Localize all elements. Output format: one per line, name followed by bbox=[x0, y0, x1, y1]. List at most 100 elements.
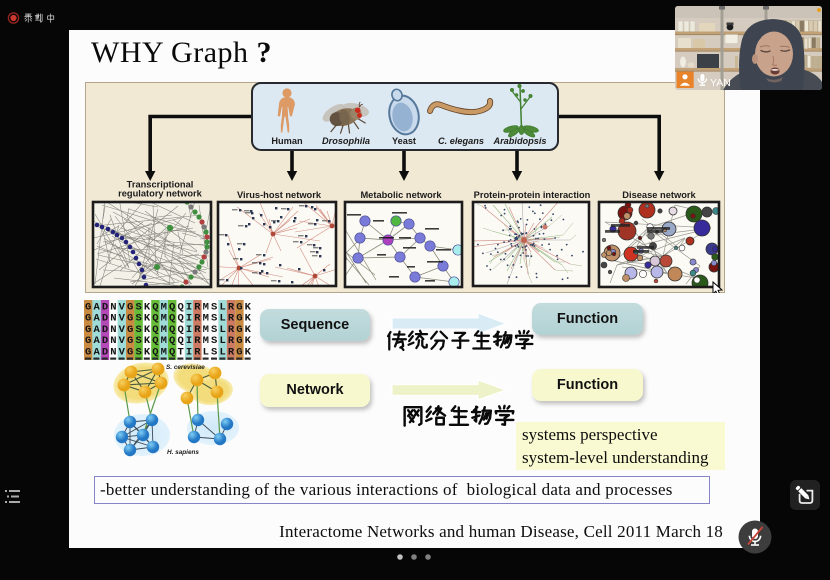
svg-text:S: S bbox=[211, 335, 217, 347]
svg-text:Q: Q bbox=[152, 324, 158, 336]
svg-text:R: R bbox=[194, 301, 201, 313]
svg-text:D: D bbox=[102, 335, 108, 347]
svg-text:T: T bbox=[177, 347, 183, 359]
svg-text:Yeast: Yeast bbox=[392, 136, 416, 146]
svg-text:A: A bbox=[93, 347, 100, 359]
svg-text:C. elegans: C. elegans bbox=[438, 136, 484, 146]
svg-text:K: K bbox=[144, 301, 151, 313]
svg-text:G: G bbox=[127, 324, 133, 336]
svg-text:R: R bbox=[228, 347, 235, 359]
svg-text:Human: Human bbox=[271, 136, 303, 146]
svg-text:A: A bbox=[93, 301, 100, 313]
svg-text:M: M bbox=[161, 324, 167, 336]
svg-text:Q: Q bbox=[152, 313, 158, 325]
svg-text:Q: Q bbox=[177, 335, 183, 347]
svg-text:G: G bbox=[85, 313, 91, 325]
svg-text:I: I bbox=[186, 347, 192, 359]
svg-text:V: V bbox=[119, 324, 126, 336]
svg-text:R: R bbox=[228, 313, 235, 325]
svg-text:Q: Q bbox=[169, 335, 175, 347]
svg-text:G: G bbox=[236, 347, 242, 359]
svg-text:K: K bbox=[245, 335, 252, 347]
svg-text:I: I bbox=[186, 335, 192, 347]
svg-text:V: V bbox=[119, 313, 126, 325]
svg-text:Q: Q bbox=[152, 347, 158, 359]
svg-text:L: L bbox=[219, 301, 225, 313]
svg-text:G: G bbox=[127, 313, 133, 325]
svg-text:Q: Q bbox=[152, 335, 158, 347]
svg-text:Virus-host network: Virus-host network bbox=[237, 190, 322, 200]
svg-text:N: N bbox=[110, 301, 116, 313]
svg-text:S: S bbox=[211, 301, 217, 313]
svg-text:Q: Q bbox=[152, 301, 158, 313]
svg-text:R: R bbox=[194, 335, 201, 347]
svg-text:S: S bbox=[135, 335, 141, 347]
svg-text:N: N bbox=[110, 313, 116, 325]
svg-text:L: L bbox=[219, 335, 225, 347]
svg-text:G: G bbox=[236, 301, 242, 313]
svg-text:A: A bbox=[93, 324, 100, 336]
svg-text:Q: Q bbox=[169, 347, 175, 359]
svg-text:D: D bbox=[102, 324, 108, 336]
svg-text:R: R bbox=[194, 324, 201, 336]
svg-text:D: D bbox=[102, 301, 108, 313]
svg-text:S: S bbox=[135, 324, 141, 336]
svg-text:K: K bbox=[144, 313, 151, 325]
svg-text:Arabidopsis: Arabidopsis bbox=[492, 136, 546, 146]
svg-text:R: R bbox=[228, 335, 235, 347]
svg-text:K: K bbox=[245, 324, 252, 336]
svg-text:M: M bbox=[203, 324, 209, 336]
svg-text:M: M bbox=[203, 301, 209, 313]
svg-text:L: L bbox=[219, 324, 225, 336]
svg-text:regulatory network: regulatory network bbox=[118, 189, 203, 199]
svg-text:Protein-protein interaction: Protein-protein interaction bbox=[474, 190, 591, 200]
svg-text:N: N bbox=[110, 347, 116, 359]
svg-text:D: D bbox=[102, 313, 108, 325]
svg-text:Q: Q bbox=[169, 313, 175, 325]
svg-text:N: N bbox=[110, 335, 116, 347]
svg-text:S: S bbox=[135, 301, 141, 313]
svg-text:Disease network: Disease network bbox=[622, 190, 696, 200]
svg-text:Transcriptional: Transcriptional bbox=[127, 180, 194, 190]
svg-text:G: G bbox=[236, 313, 242, 325]
svg-text:I: I bbox=[186, 301, 192, 313]
svg-text:K: K bbox=[245, 347, 252, 359]
svg-text:S: S bbox=[135, 347, 141, 359]
svg-text:M: M bbox=[161, 313, 167, 325]
svg-text:M: M bbox=[203, 313, 209, 325]
svg-text:Q: Q bbox=[169, 301, 175, 313]
svg-text:K: K bbox=[245, 301, 252, 313]
svg-text:M: M bbox=[203, 335, 209, 347]
svg-text:Q: Q bbox=[177, 313, 183, 325]
svg-text:N: N bbox=[110, 324, 116, 336]
svg-text:S: S bbox=[135, 313, 141, 325]
svg-text:G: G bbox=[85, 335, 91, 347]
svg-text:K: K bbox=[245, 313, 252, 325]
svg-text:S: S bbox=[211, 324, 217, 336]
svg-text:G: G bbox=[85, 324, 91, 336]
svg-text:V: V bbox=[119, 347, 126, 359]
svg-text:G: G bbox=[85, 347, 91, 359]
svg-text:G: G bbox=[85, 301, 91, 313]
svg-text:A: A bbox=[93, 313, 100, 325]
svg-text:G: G bbox=[127, 301, 133, 313]
svg-text:V: V bbox=[119, 301, 126, 313]
svg-text:G: G bbox=[127, 347, 133, 359]
svg-text:G: G bbox=[236, 324, 242, 336]
svg-text:R: R bbox=[194, 347, 201, 359]
svg-text:Metabolic network: Metabolic network bbox=[360, 190, 442, 200]
svg-text:R: R bbox=[194, 313, 201, 325]
svg-text:M: M bbox=[161, 301, 167, 313]
svg-text:K: K bbox=[144, 347, 151, 359]
svg-text:D: D bbox=[102, 347, 108, 359]
svg-text:R: R bbox=[228, 301, 235, 313]
svg-text:S: S bbox=[211, 313, 217, 325]
svg-text:I: I bbox=[186, 313, 192, 325]
svg-text:G: G bbox=[127, 335, 133, 347]
svg-text:R: R bbox=[228, 324, 235, 336]
svg-text:S. cerevisiae: S. cerevisiae bbox=[166, 364, 205, 371]
svg-text:G: G bbox=[236, 335, 242, 347]
svg-text:Q: Q bbox=[169, 324, 175, 336]
svg-text:L: L bbox=[219, 313, 225, 325]
svg-text:Drosophila: Drosophila bbox=[322, 136, 370, 146]
